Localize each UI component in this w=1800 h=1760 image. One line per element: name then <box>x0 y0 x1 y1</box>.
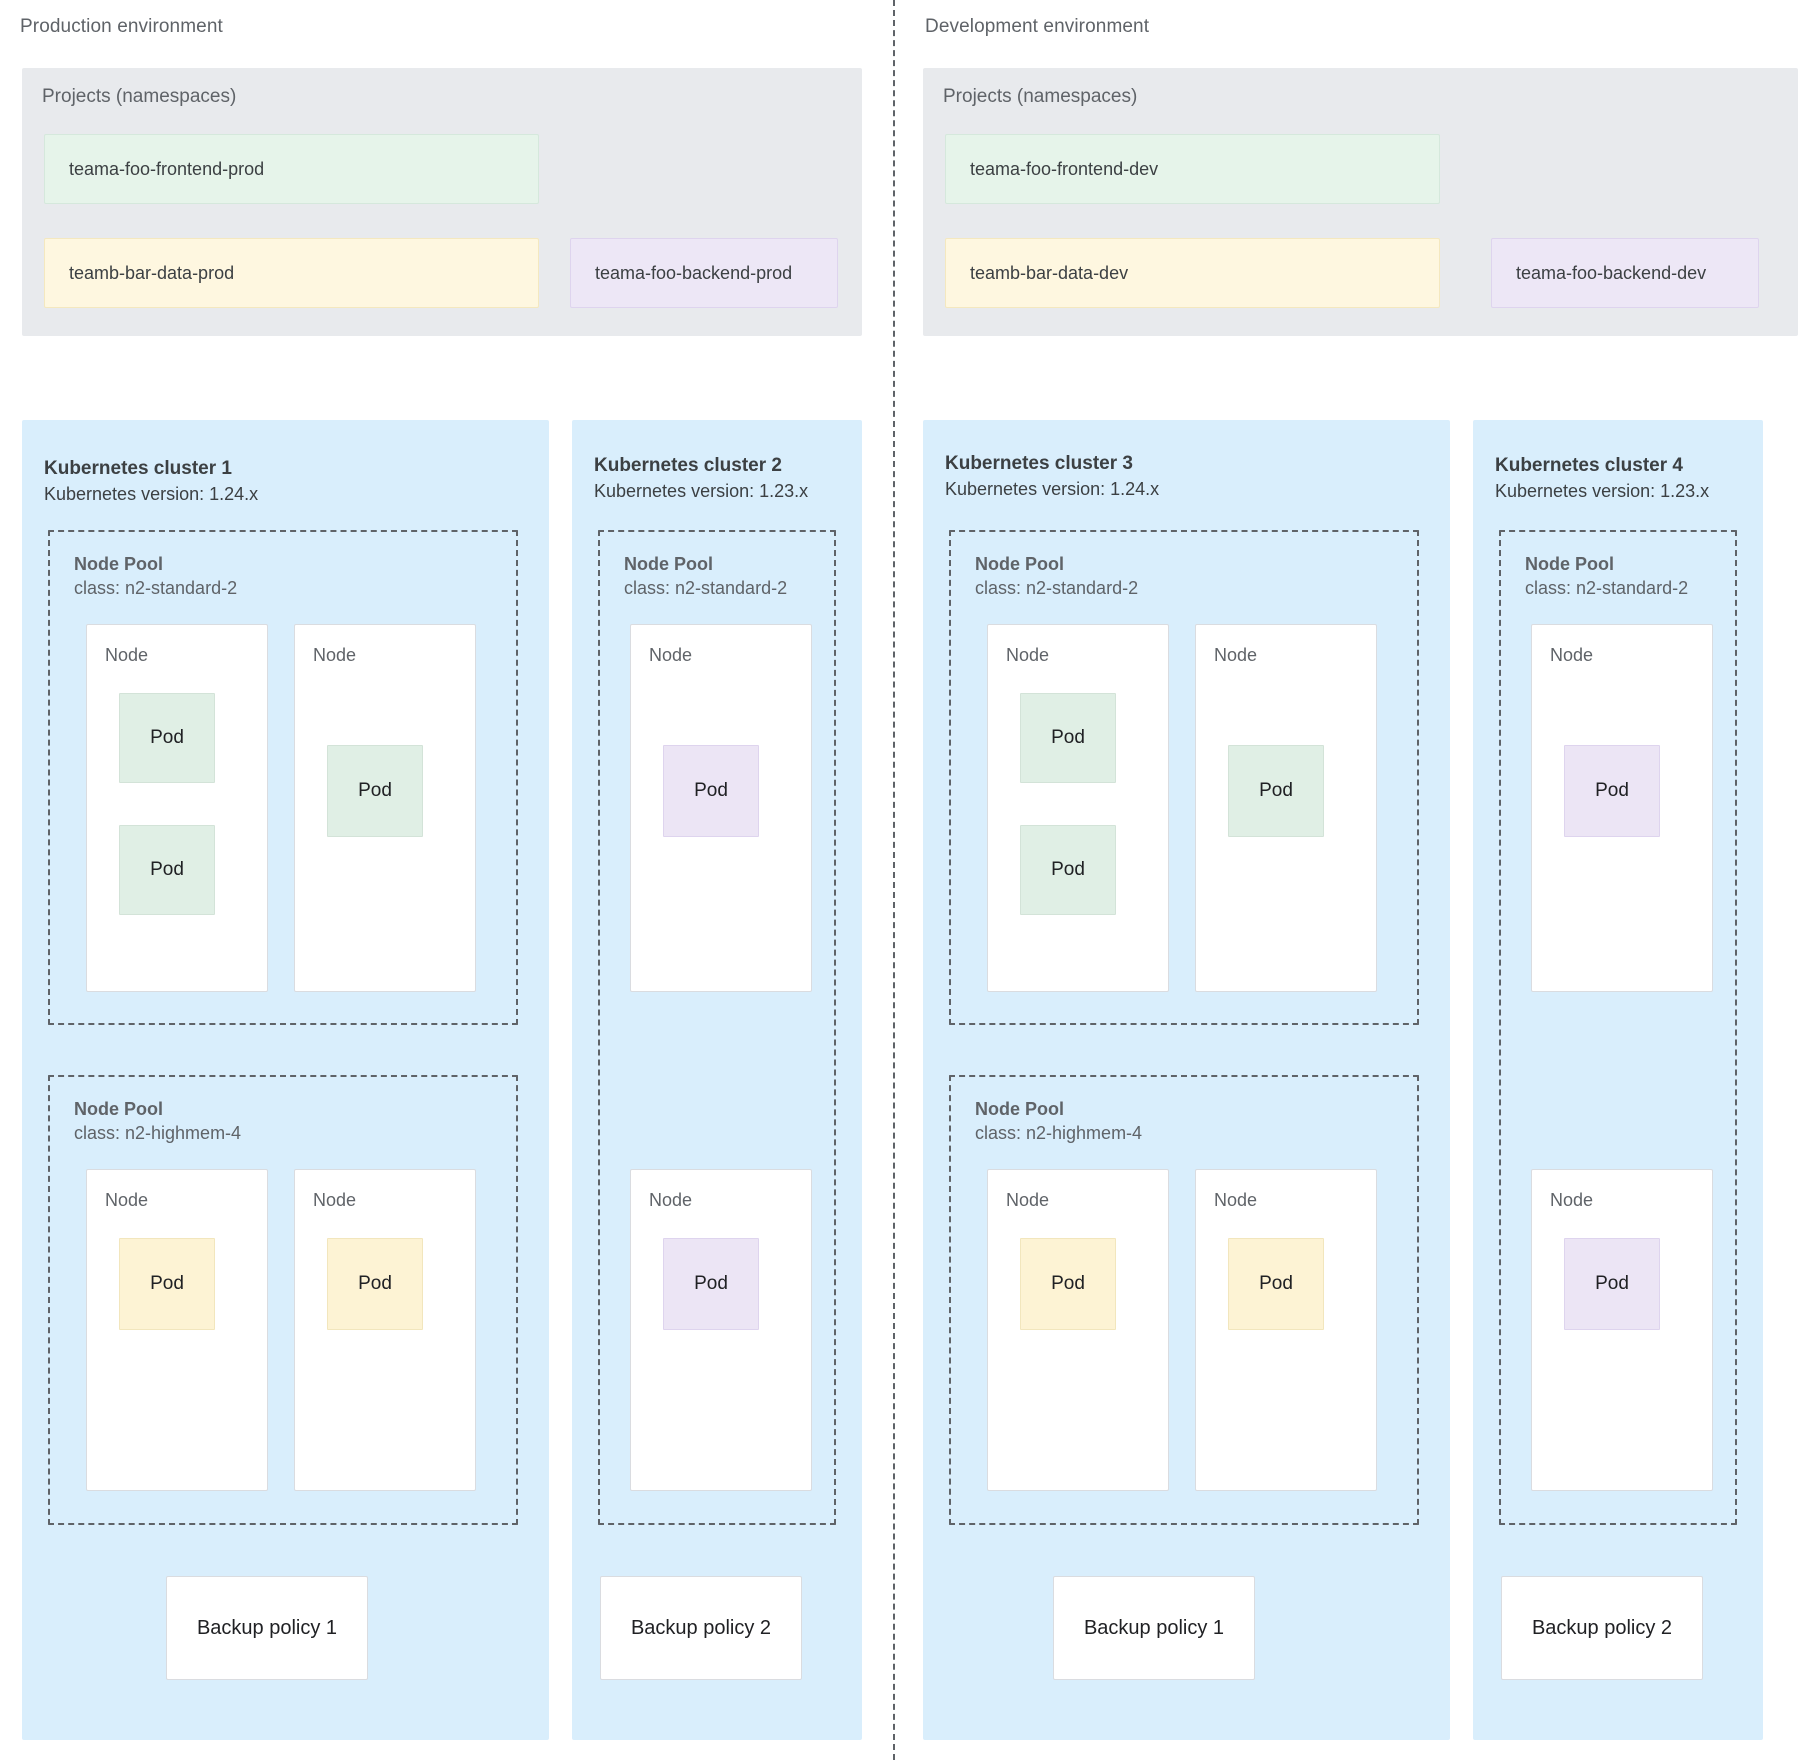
cluster-name: Kubernetes cluster 3 <box>945 453 1133 474</box>
cluster-version: Kubernetes version: 1.23.x <box>1495 481 1710 501</box>
node-box[interactable]: Node Pod Pod <box>86 624 268 992</box>
namespace-box[interactable]: teama-foo-backend-prod <box>570 238 838 308</box>
pod-box[interactable]: Pod <box>1228 745 1324 837</box>
environment-development: Development environment Projects (namesp… <box>905 0 1800 1760</box>
pod-box[interactable]: Pod <box>119 693 215 783</box>
node-pool: Node Pool class: n2-standard-2 Node Pod … <box>1499 530 1737 1525</box>
projects-title: Projects (namespaces) <box>42 86 237 107</box>
node-pool-class: class: n2-standard-2 <box>624 578 788 598</box>
pod-box[interactable]: Pod <box>1020 825 1116 915</box>
backup-policy-box[interactable]: Backup policy 1 <box>1053 1576 1255 1680</box>
node-label: Node <box>1550 645 1594 665</box>
namespace-box[interactable]: teamb-bar-data-dev <box>945 238 1440 308</box>
node-pool-class: class: n2-highmem-4 <box>975 1123 1143 1143</box>
node-label: Node <box>105 1190 149 1210</box>
node-pool-name: Node Pool <box>74 1099 163 1119</box>
node-pool-class: class: n2-standard-2 <box>74 578 238 598</box>
pod-box[interactable]: Pod <box>1564 1238 1660 1330</box>
node-label: Node <box>649 645 693 665</box>
backup-policy-box[interactable]: Backup policy 2 <box>600 1576 802 1680</box>
node-box[interactable]: Node Pod <box>630 624 812 992</box>
node-pool-name: Node Pool <box>975 1099 1064 1119</box>
node-label: Node <box>1214 645 1258 665</box>
node-label: Node <box>1006 645 1050 665</box>
pod-box[interactable]: Pod <box>663 1238 759 1330</box>
cluster-name: Kubernetes cluster 2 <box>594 455 782 476</box>
pod-box[interactable]: Pod <box>327 1238 423 1330</box>
cluster-version: Kubernetes version: 1.24.x <box>945 479 1160 499</box>
backup-policy-box[interactable]: Backup policy 2 <box>1501 1576 1703 1680</box>
node-pool: Node Pool class: n2-standard-2 Node Pod … <box>48 530 518 1025</box>
node-box[interactable]: Node Pod <box>86 1169 268 1491</box>
node-pool-name: Node Pool <box>74 554 163 574</box>
cluster-version: Kubernetes version: 1.24.x <box>44 484 259 504</box>
environment-production: Production environment Projects (namespa… <box>0 0 895 1760</box>
pod-box[interactable]: Pod <box>327 745 423 837</box>
cluster-name: Kubernetes cluster 1 <box>44 458 232 479</box>
pod-box[interactable]: Pod <box>119 1238 215 1330</box>
node-label: Node <box>1550 1190 1594 1210</box>
node-box[interactable]: Node Pod <box>1195 624 1377 992</box>
environment-title: Development environment <box>925 16 1150 37</box>
node-pool-class: class: n2-highmem-4 <box>74 1123 242 1143</box>
pod-box[interactable]: Pod <box>1564 745 1660 837</box>
node-box[interactable]: Node Pod Pod <box>987 624 1169 992</box>
node-box[interactable]: Node Pod <box>1531 1169 1713 1491</box>
node-pool-class: class: n2-standard-2 <box>1525 578 1689 598</box>
node-pool-name: Node Pool <box>1525 554 1614 574</box>
namespace-box[interactable]: teamb-bar-data-prod <box>44 238 539 308</box>
namespace-box[interactable]: teama-foo-frontend-prod <box>44 134 539 204</box>
pod-box[interactable]: Pod <box>119 825 215 915</box>
cluster-version: Kubernetes version: 1.23.x <box>594 481 809 501</box>
node-pool: Node Pool class: n2-highmem-4 Node Pod N… <box>949 1075 1419 1525</box>
node-box[interactable]: Node Pod <box>294 1169 476 1491</box>
cluster-panel: Kubernetes cluster 2 Kubernetes version:… <box>572 420 862 1740</box>
environment-divider <box>893 0 895 1760</box>
node-pool: Node Pool class: n2-standard-2 Node Pod … <box>598 530 836 1525</box>
node-pool-name: Node Pool <box>624 554 713 574</box>
projects-panel: Projects (namespaces) teama-foo-frontend… <box>22 68 862 336</box>
node-label: Node <box>313 645 357 665</box>
node-box[interactable]: Node Pod <box>987 1169 1169 1491</box>
node-box[interactable]: Node Pod <box>1195 1169 1377 1491</box>
namespace-box[interactable]: teama-foo-backend-dev <box>1491 238 1759 308</box>
projects-panel: Projects (namespaces) teama-foo-frontend… <box>923 68 1798 336</box>
pod-box[interactable]: Pod <box>1020 693 1116 783</box>
cluster-panel: Kubernetes cluster 3 Kubernetes version:… <box>923 420 1450 1740</box>
namespace-box[interactable]: teama-foo-frontend-dev <box>945 134 1440 204</box>
projects-title: Projects (namespaces) <box>943 86 1138 107</box>
node-pool: Node Pool class: n2-standard-2 Node Pod … <box>949 530 1419 1025</box>
cluster-panel: Kubernetes cluster 4 Kubernetes version:… <box>1473 420 1763 1740</box>
pod-box[interactable]: Pod <box>663 745 759 837</box>
node-label: Node <box>313 1190 357 1210</box>
pod-box[interactable]: Pod <box>1020 1238 1116 1330</box>
cluster-name: Kubernetes cluster 4 <box>1495 455 1683 476</box>
backup-policy-box[interactable]: Backup policy 1 <box>166 1576 368 1680</box>
node-pool: Node Pool class: n2-highmem-4 Node Pod N… <box>48 1075 518 1525</box>
node-box[interactable]: Node Pod <box>294 624 476 992</box>
pod-box[interactable]: Pod <box>1228 1238 1324 1330</box>
node-pool-name: Node Pool <box>975 554 1064 574</box>
node-pool-class: class: n2-standard-2 <box>975 578 1139 598</box>
node-box[interactable]: Node Pod <box>1531 624 1713 992</box>
node-label: Node <box>1006 1190 1050 1210</box>
environment-title: Production environment <box>20 16 223 37</box>
node-label: Node <box>105 645 149 665</box>
node-label: Node <box>649 1190 693 1210</box>
node-label: Node <box>1214 1190 1258 1210</box>
cluster-panel: Kubernetes cluster 1 Kubernetes version:… <box>22 420 549 1740</box>
node-box[interactable]: Node Pod <box>630 1169 812 1491</box>
